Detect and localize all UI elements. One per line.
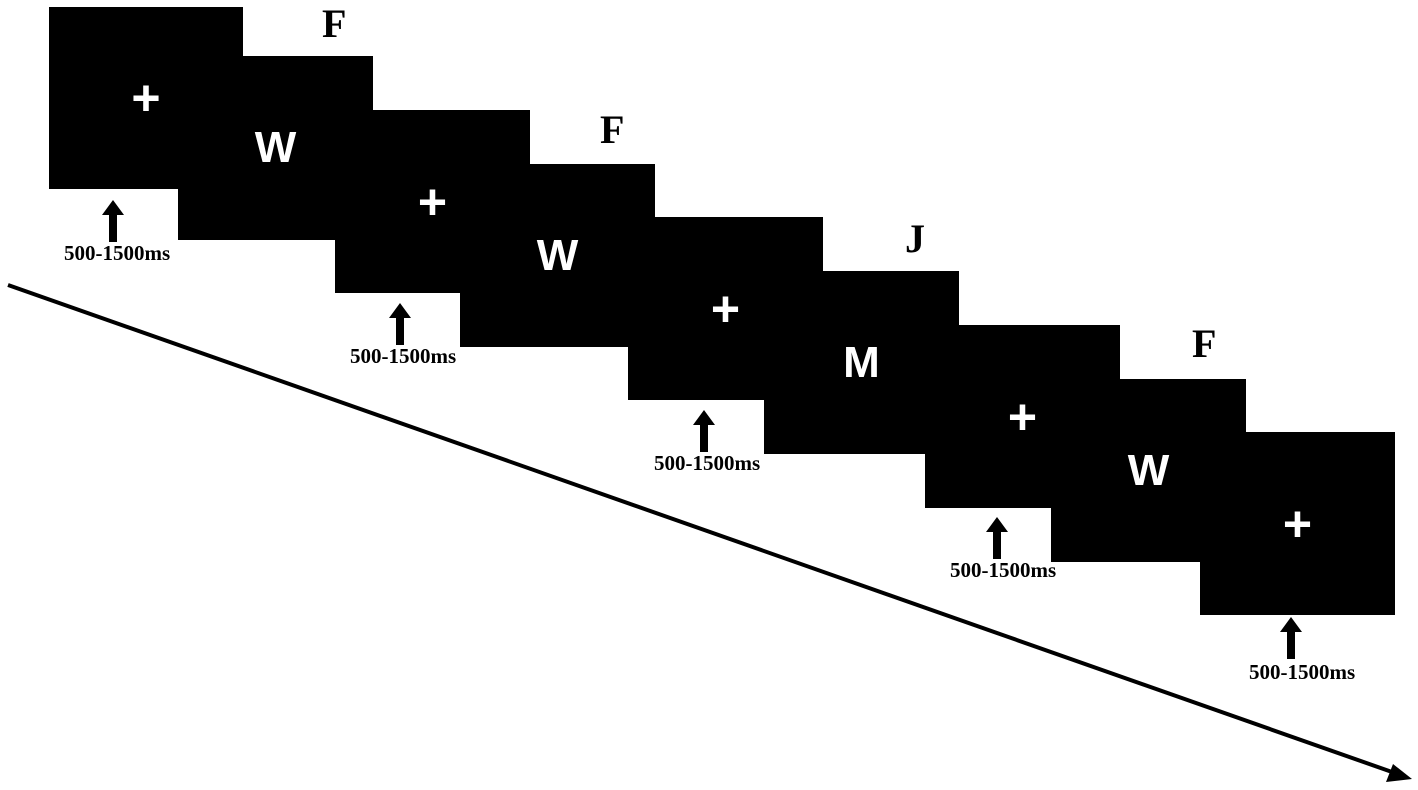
fixation-cross: + [417, 173, 448, 230]
fixation-cross: + [1007, 388, 1038, 445]
arrow-icon [1386, 764, 1412, 782]
up-arrow-icon [1280, 617, 1302, 659]
stimulus-letter: W [254, 123, 297, 172]
duration-label: 500-1500ms [350, 344, 457, 368]
response-key-label: F [1192, 321, 1217, 366]
up-arrow-icon [986, 517, 1008, 559]
duration-label: 500-1500ms [950, 558, 1057, 582]
fixation-screen-5: + [1200, 432, 1395, 615]
fixation-cross: + [710, 280, 741, 337]
response-key-label: J [905, 216, 925, 261]
duration-label: 500-1500ms [64, 241, 171, 265]
duration-label: 500-1500ms [654, 451, 761, 475]
response-key-label: F [600, 107, 625, 152]
up-arrow-icon [102, 200, 124, 242]
stimulus-screen-2: W [460, 164, 655, 347]
stimulus-letter: W [536, 230, 579, 280]
stimulus-letter: W [1127, 445, 1170, 495]
duration-label: 500-1500ms [1249, 660, 1356, 684]
fixation-cross: + [131, 70, 161, 126]
stimulus-letter: M [843, 337, 880, 387]
up-arrow-icon [389, 303, 411, 345]
fixation-cross: + [1282, 495, 1313, 552]
response-key-label: F [322, 1, 347, 46]
up-arrow-icon [693, 410, 715, 452]
